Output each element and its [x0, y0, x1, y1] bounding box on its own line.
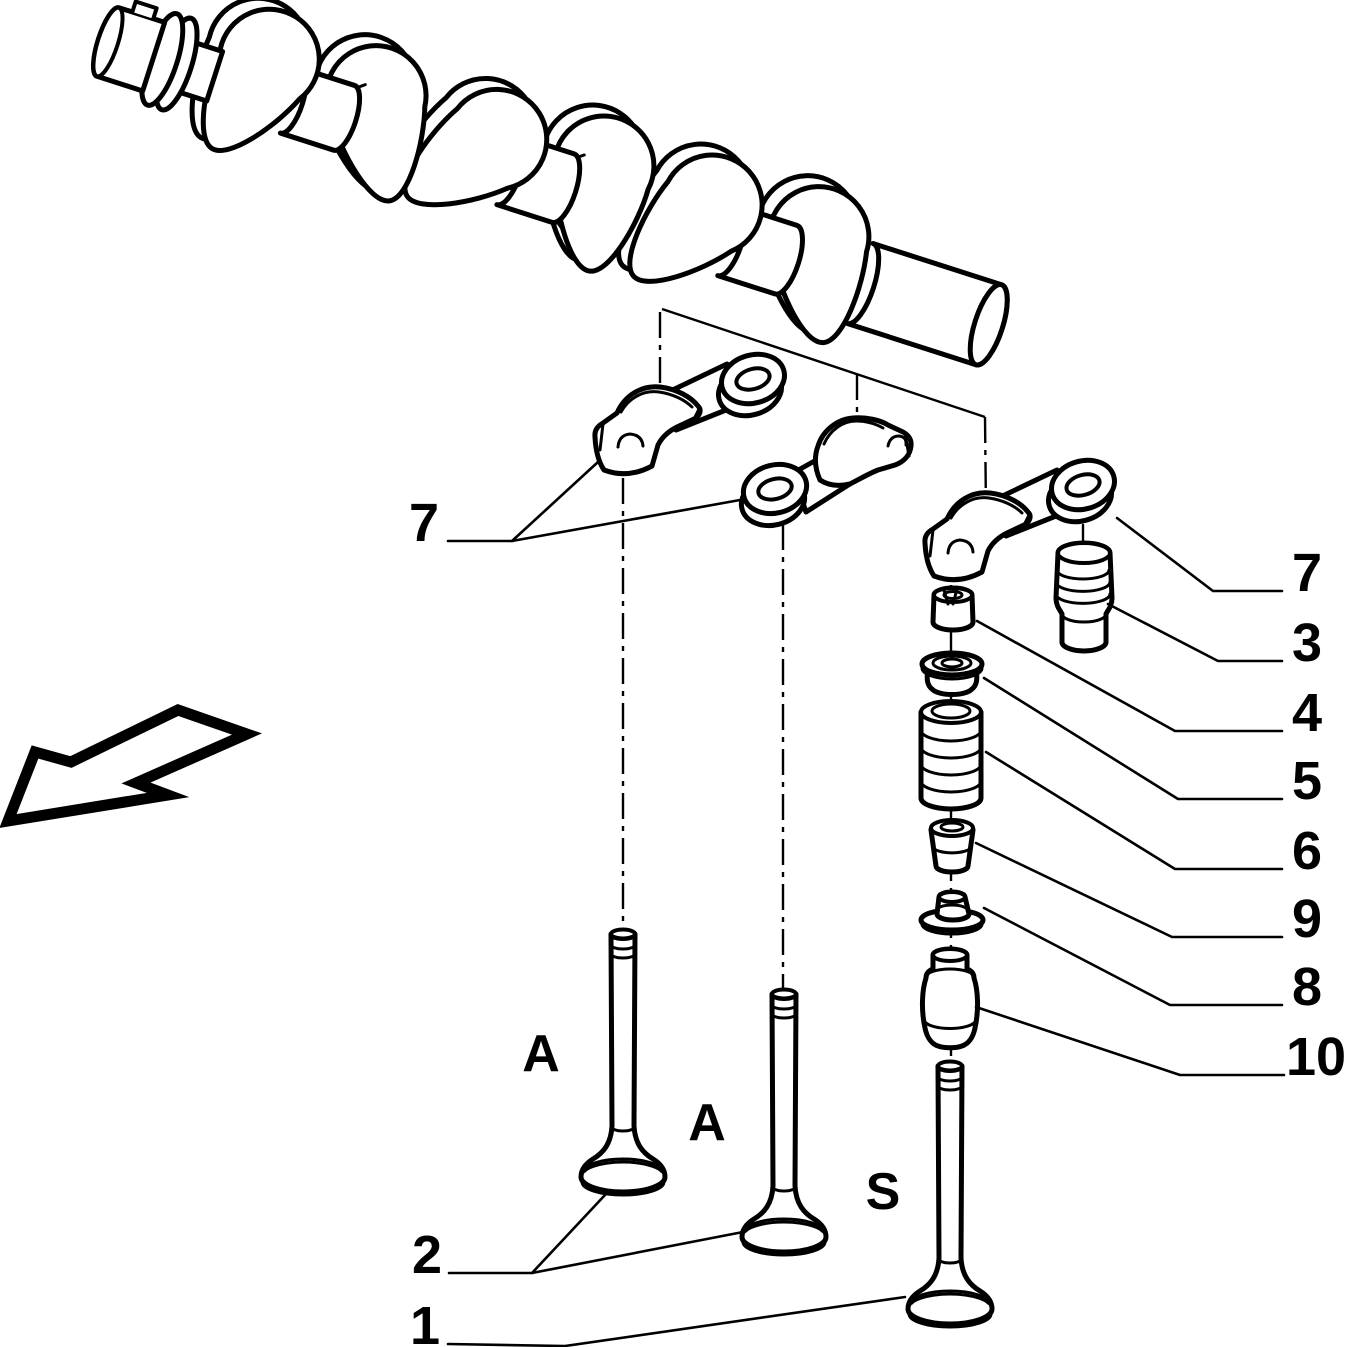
callout-labels: 7 7 3 4 5 6 9 8 10 2 1 A A S: [409, 493, 1346, 1347]
valve-spring: [918, 699, 984, 812]
leader-7-right: [1115, 516, 1284, 593]
leader-lines: [446, 460, 1286, 1347]
valve-letter-a1: A: [522, 1025, 560, 1083]
leader-5: [982, 676, 1284, 801]
leader-2: [447, 1193, 607, 1275]
leader-6: [984, 750, 1284, 871]
valve-exhaust: [908, 1062, 992, 1327]
direction-arrow-icon: [0, 704, 262, 828]
valve-letter-a2: A: [688, 1094, 726, 1152]
hydraulic-tappet: [1053, 540, 1115, 654]
spring-upper-cap: [919, 650, 985, 698]
spring-lower-cap: [928, 818, 976, 875]
leader-10: [974, 1005, 1286, 1077]
camshaft: [90, 0, 1010, 368]
callout-3: 3: [1292, 613, 1322, 673]
valve-intake-2: [742, 990, 826, 1255]
callout-7-right: 7: [1292, 543, 1322, 603]
assembly-plane-line: [661, 307, 986, 419]
valve-guide: [920, 946, 980, 1051]
rocker-arm-2: [738, 415, 914, 529]
callout-4: 4: [1292, 683, 1322, 743]
valve-intake-1: [581, 930, 665, 1195]
callout-10: 10: [1286, 1027, 1346, 1087]
valve-letter-s: S: [866, 1163, 901, 1221]
leader-3: [1106, 602, 1284, 663]
callout-1: 1: [410, 1296, 440, 1347]
leader-9: [974, 841, 1284, 939]
leader-8: [982, 906, 1284, 1007]
leader-2-b: [530, 1230, 745, 1275]
leader-4: [975, 619, 1284, 733]
callout-8: 8: [1292, 957, 1322, 1017]
leader-7-left-b: [510, 498, 742, 543]
callout-7-left: 7: [409, 493, 439, 553]
valve-cotters: [930, 585, 976, 633]
callout-9: 9: [1292, 889, 1322, 949]
rocker-arm-1: [592, 351, 787, 477]
leader-1: [446, 1295, 907, 1347]
callout-2: 2: [412, 1225, 442, 1285]
camshaft-keyway: [130, 0, 159, 21]
valve-stem-seal: [918, 889, 986, 936]
callout-6: 6: [1292, 821, 1322, 881]
callout-5: 5: [1292, 751, 1322, 811]
